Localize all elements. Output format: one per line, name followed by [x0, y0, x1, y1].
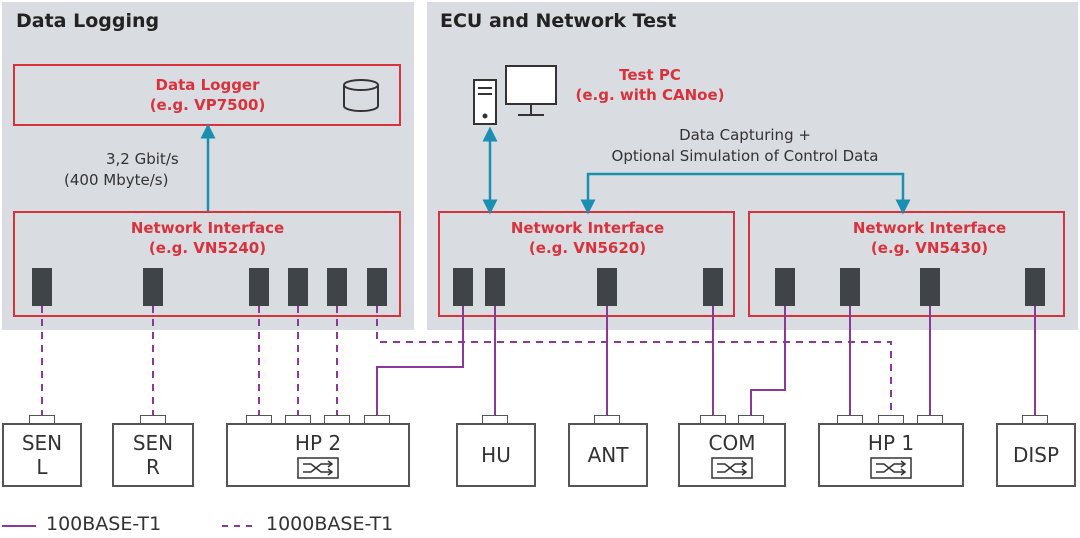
port [485, 268, 505, 306]
disp-label: DISP [1012, 443, 1060, 467]
sen-r-line1: SEN [132, 431, 174, 455]
test-pc-subtitle: (e.g. with CANoe) [575, 86, 725, 104]
ni-vn5430-model: (e.g. VN5430) [870, 239, 989, 257]
legend-dashed-label: 1000BASE-T1 [266, 513, 394, 535]
port [920, 268, 940, 306]
device-ant: ANT [568, 423, 648, 487]
logger-link-bytes: (400 Mbyte/s) [64, 171, 169, 189]
hp1-label: HP 1 [867, 431, 915, 455]
port [143, 268, 163, 306]
port [32, 268, 52, 306]
ecu-test-title: ECU and Network Test [440, 10, 677, 32]
ni-vn5240-title: Network Interface [130, 219, 285, 237]
ni-vn5240-model: (e.g. VN5240) [148, 239, 267, 257]
port [840, 268, 860, 306]
connector [878, 415, 904, 424]
hp2-label: HP 2 [294, 431, 342, 455]
logger-link-rate: 3,2 Gbit/s [106, 150, 179, 168]
hu-label: HU [481, 443, 511, 467]
port [597, 268, 617, 306]
database-icon [343, 79, 379, 112]
sen-r-line2: R [146, 455, 160, 479]
ni-vn5620-model: (e.g. VN5620) [528, 239, 647, 257]
port [249, 268, 269, 306]
connector [29, 415, 55, 424]
device-sen-l: SEN L [2, 423, 82, 487]
switch-icon [297, 457, 339, 479]
connector [594, 415, 620, 424]
connector [246, 415, 272, 424]
switch-icon [870, 457, 912, 479]
vn5620-hp2-link [376, 306, 464, 415]
connector [364, 415, 390, 424]
connector [700, 415, 726, 424]
connector [738, 415, 764, 424]
ant-label: ANT [587, 443, 629, 467]
computer-icon [473, 65, 557, 125]
data-logger-model: (e.g. VP7500) [149, 96, 266, 114]
data-logger-title: Data Logger [155, 76, 260, 94]
connector [482, 415, 508, 424]
capture-link-arrow [580, 172, 911, 215]
port [288, 268, 308, 306]
switch-icon [711, 457, 753, 479]
port [453, 268, 473, 306]
connector [324, 415, 350, 424]
test-pc-title: Test PC [619, 66, 681, 84]
data-logging-title: Data Logging [16, 10, 160, 32]
hp1-dashed-link [376, 306, 892, 415]
ni-vn5620-title: Network Interface [510, 219, 665, 237]
ni-vn5430-title: Network Interface [852, 219, 1007, 237]
device-hu: HU [456, 423, 536, 487]
capture-note-line1: Data Capturing + [679, 126, 811, 144]
device-sen-r: SEN R [112, 423, 194, 487]
capture-note-line2: Optional Simulation of Control Data [611, 147, 879, 165]
port [775, 268, 795, 306]
sen-l-line2: L [36, 455, 48, 479]
ecu-test-panel [427, 2, 1078, 330]
connector [1022, 415, 1048, 424]
device-disp: DISP [996, 423, 1076, 487]
com-label: COM [708, 431, 756, 455]
port [367, 268, 387, 306]
connector [837, 415, 863, 424]
connector [285, 415, 311, 424]
com-link-b [750, 306, 786, 415]
connector [917, 415, 943, 424]
sen-l-line1: SEN [21, 431, 63, 455]
port [327, 268, 347, 306]
connector [140, 415, 166, 424]
legend-solid-label: 100BASE-T1 [46, 513, 162, 535]
port [703, 268, 723, 306]
port [1025, 268, 1045, 306]
network-interface-vn5240 [13, 211, 401, 317]
